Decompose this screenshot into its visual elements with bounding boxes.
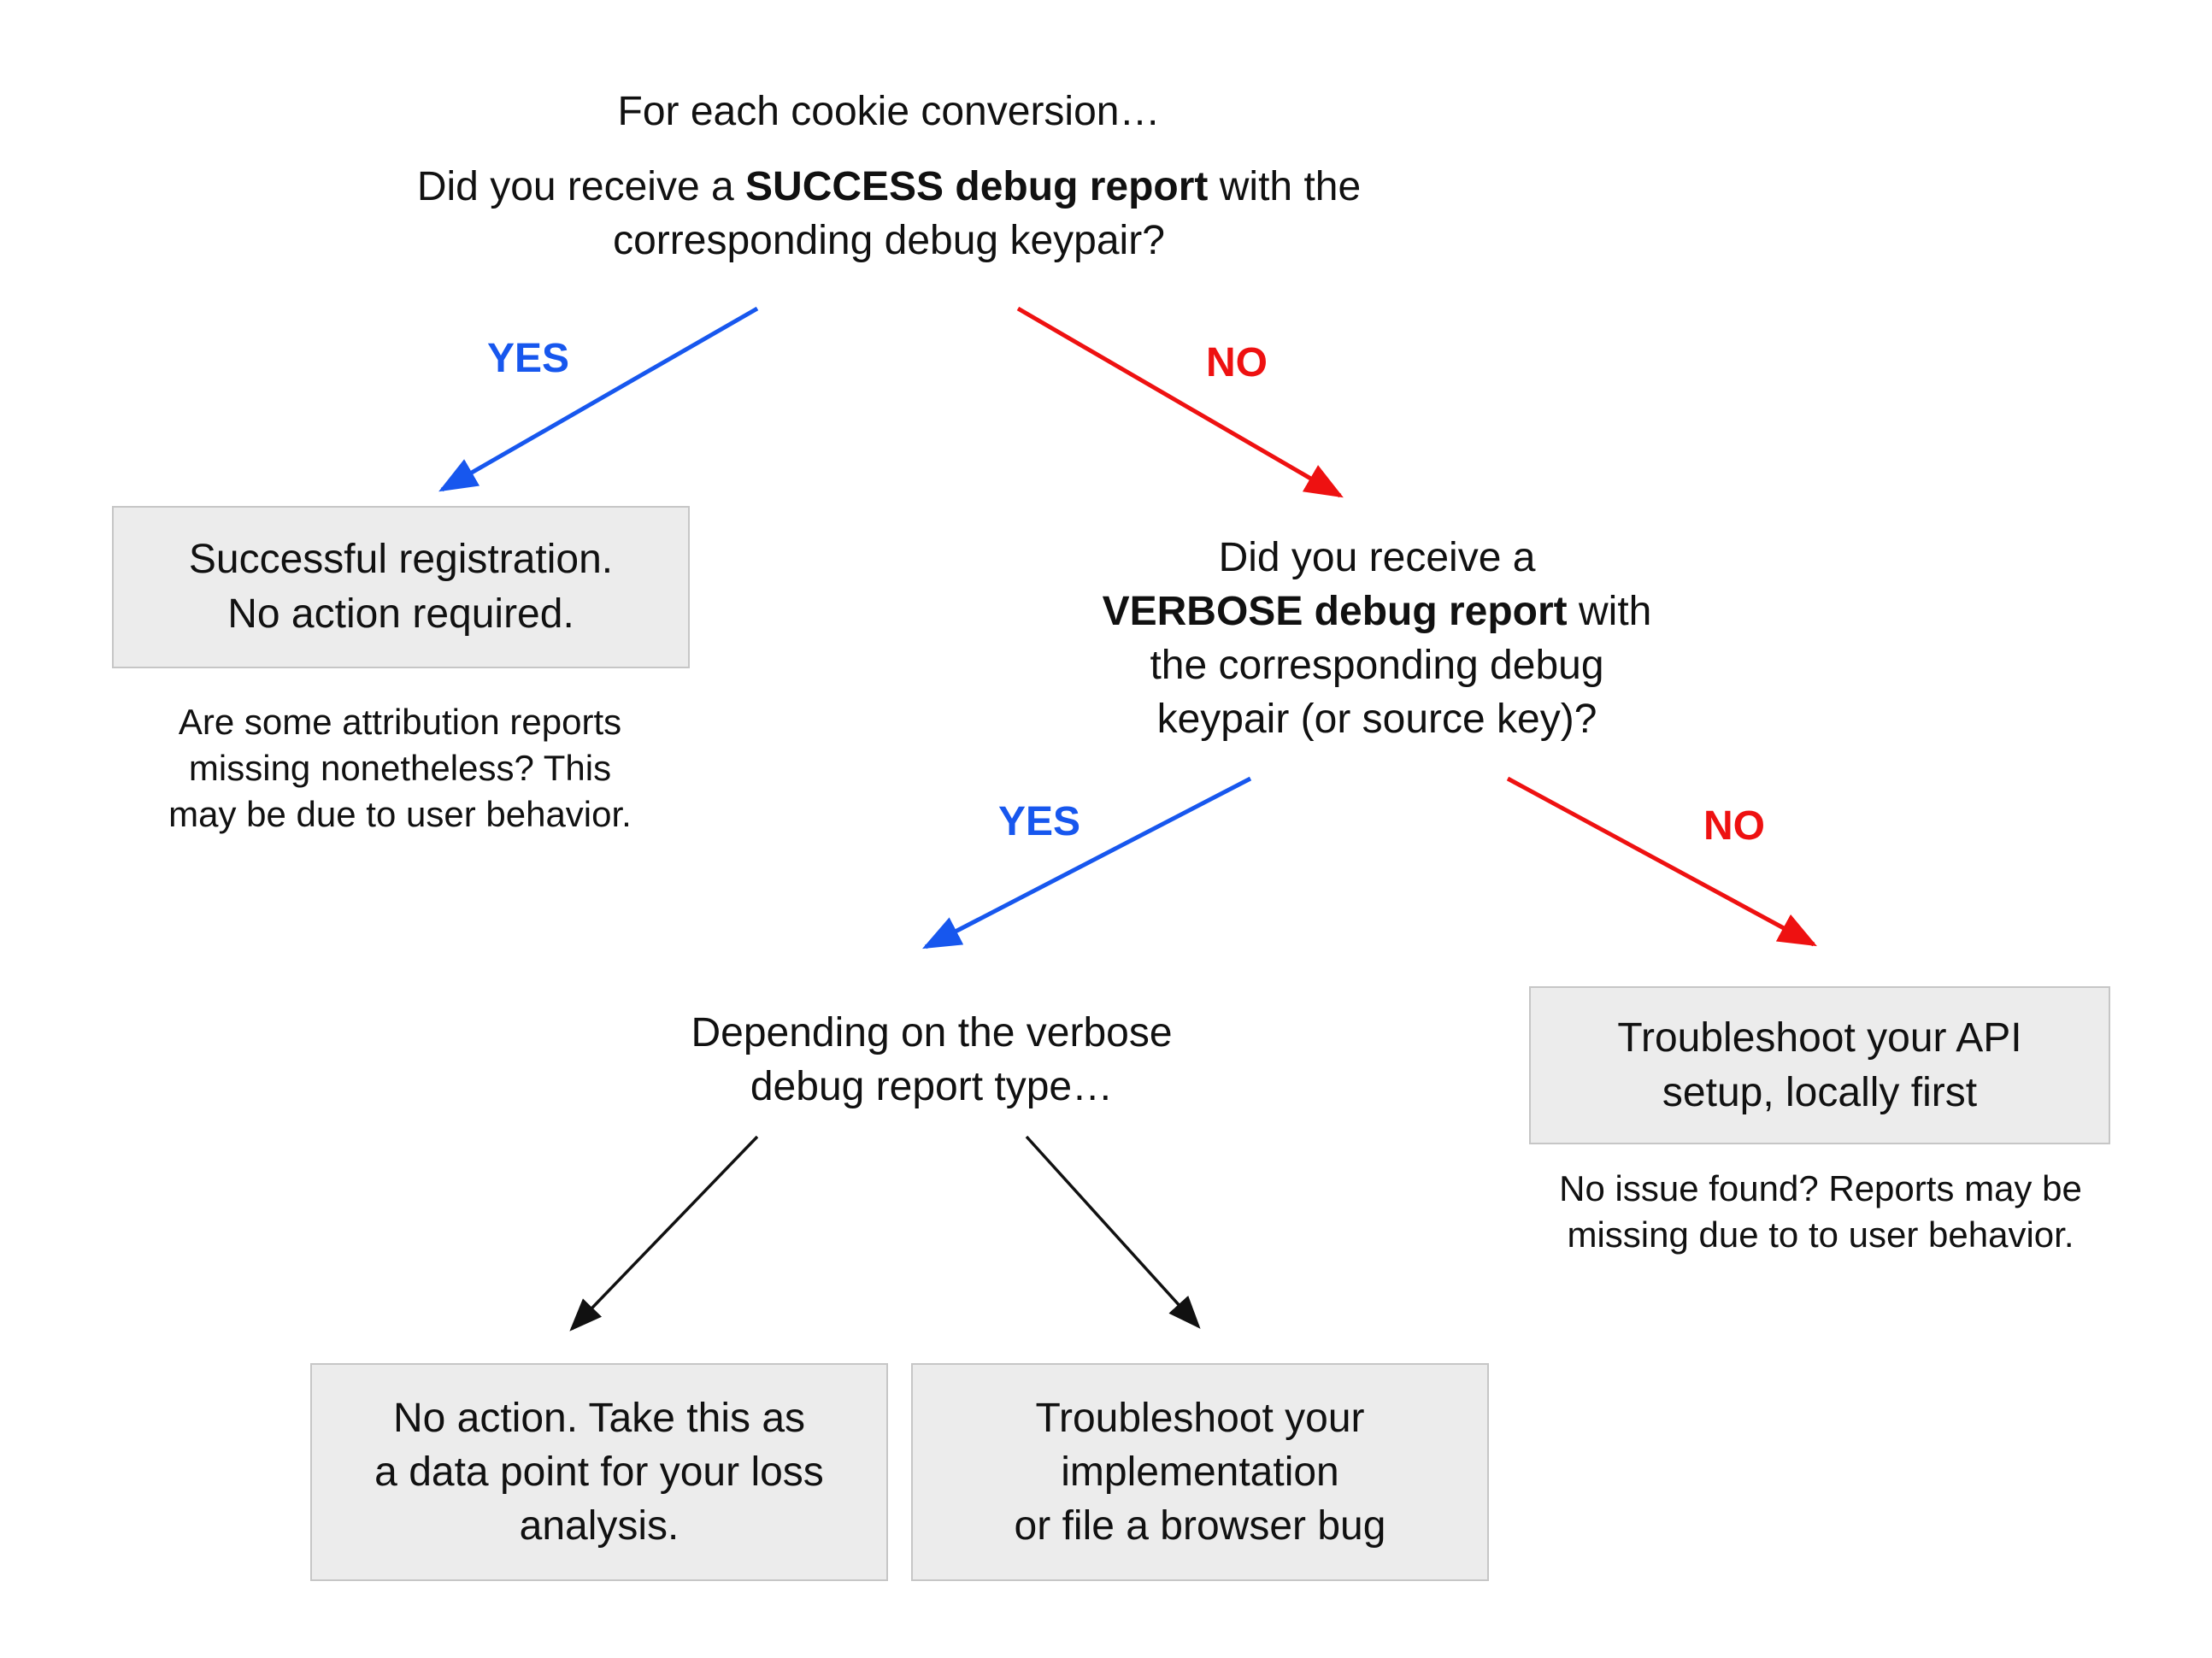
root-question: Did you receive a SUCCESS debug report w… <box>416 164 1362 263</box>
edge-arrow-no-2 <box>1506 776 1817 947</box>
edge-label-yes-2: YES <box>997 799 1081 844</box>
root-question-intro: For each cookie conversion… <box>617 89 1161 134</box>
edge-arrow-no-1 <box>1016 306 1344 498</box>
edge-arrow-yes-2 <box>922 776 1252 950</box>
edge-arrow-yes-1 <box>438 306 759 492</box>
node-success-box: Successful registration.No action requir… <box>112 506 690 668</box>
edge-arrow-report-type-left <box>569 1135 759 1332</box>
edge-label-no-1: NO <box>1206 340 1268 385</box>
edge-label-no-2: NO <box>1703 803 1765 849</box>
edge-arrow-report-type-right <box>1025 1135 1201 1329</box>
edge-label-yes-1: YES <box>486 336 570 381</box>
